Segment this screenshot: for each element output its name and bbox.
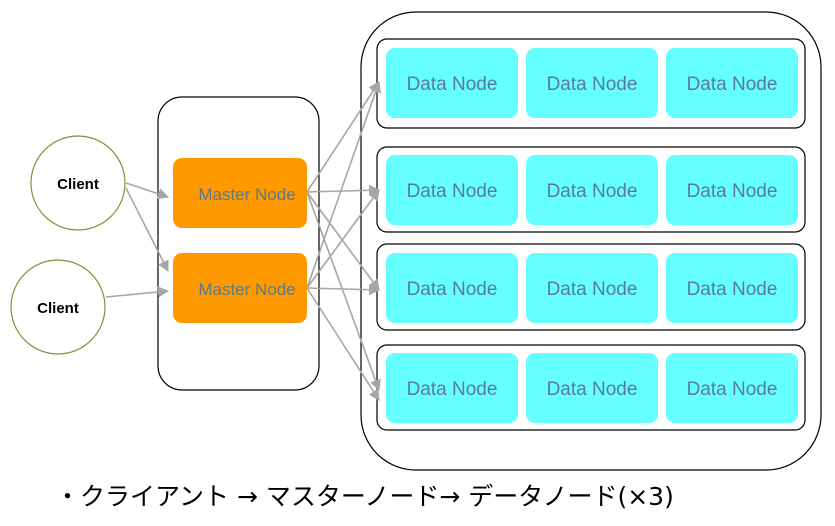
connector-arrow [125,182,170,200]
connector-arrow [306,189,380,289]
data-node-label: Data Node [687,279,778,300]
data-node-label: Data Node [407,279,498,300]
connector-arrow [306,284,381,296]
caption-text: ・クライアント → マスターノード→ データノード(×3) [55,482,674,511]
data-node-label: Data Node [407,181,498,202]
data-node: Data Node [386,48,518,118]
data-node-label: Data Node [547,74,638,95]
client-node: Client [10,259,106,355]
data-node: Data Node [386,253,518,323]
data-node: Data Node [526,155,658,225]
data-node: Data Node [666,155,798,225]
client-node: Client [30,135,126,231]
data-node: Data Node [386,353,518,423]
client-label: Client [37,300,79,317]
data-node: Data Node [526,253,658,323]
data-node-label: Data Node [407,379,498,400]
connector-arrow [306,81,380,193]
data-node-label: Data Node [687,181,778,202]
data-node-label: Data Node [407,74,498,95]
data-node-label: Data Node [687,379,778,400]
data-node: Data Node [526,48,658,118]
client-connectors [105,182,170,298]
client-label: Client [57,176,99,193]
connector-arrow [306,184,381,196]
data-node: Data Node [666,48,798,118]
data-node: Data Node [386,155,518,225]
connector-arrow [306,287,380,401]
master-connectors [306,80,381,401]
data-node: Data Node [666,253,798,323]
connector-arrow [105,286,170,298]
connector-arrow [306,80,381,289]
connector-arrow [125,187,169,272]
data-node: Data Node [666,353,798,423]
master-node-label: Master Node [198,185,295,204]
data-node-label: Data Node [547,279,638,300]
data-node: Data Node [526,353,658,423]
master-node: Master Node [173,158,307,228]
master-node: Master Node [173,253,307,323]
master-node-label: Master Node [198,280,295,299]
master-group-frame [157,96,320,391]
connector-arrow [306,191,380,291]
data-node-label: Data Node [687,74,778,95]
connector-arrow [306,191,381,392]
data-node-label: Data Node [547,379,638,400]
data-node-label: Data Node [547,181,638,202]
